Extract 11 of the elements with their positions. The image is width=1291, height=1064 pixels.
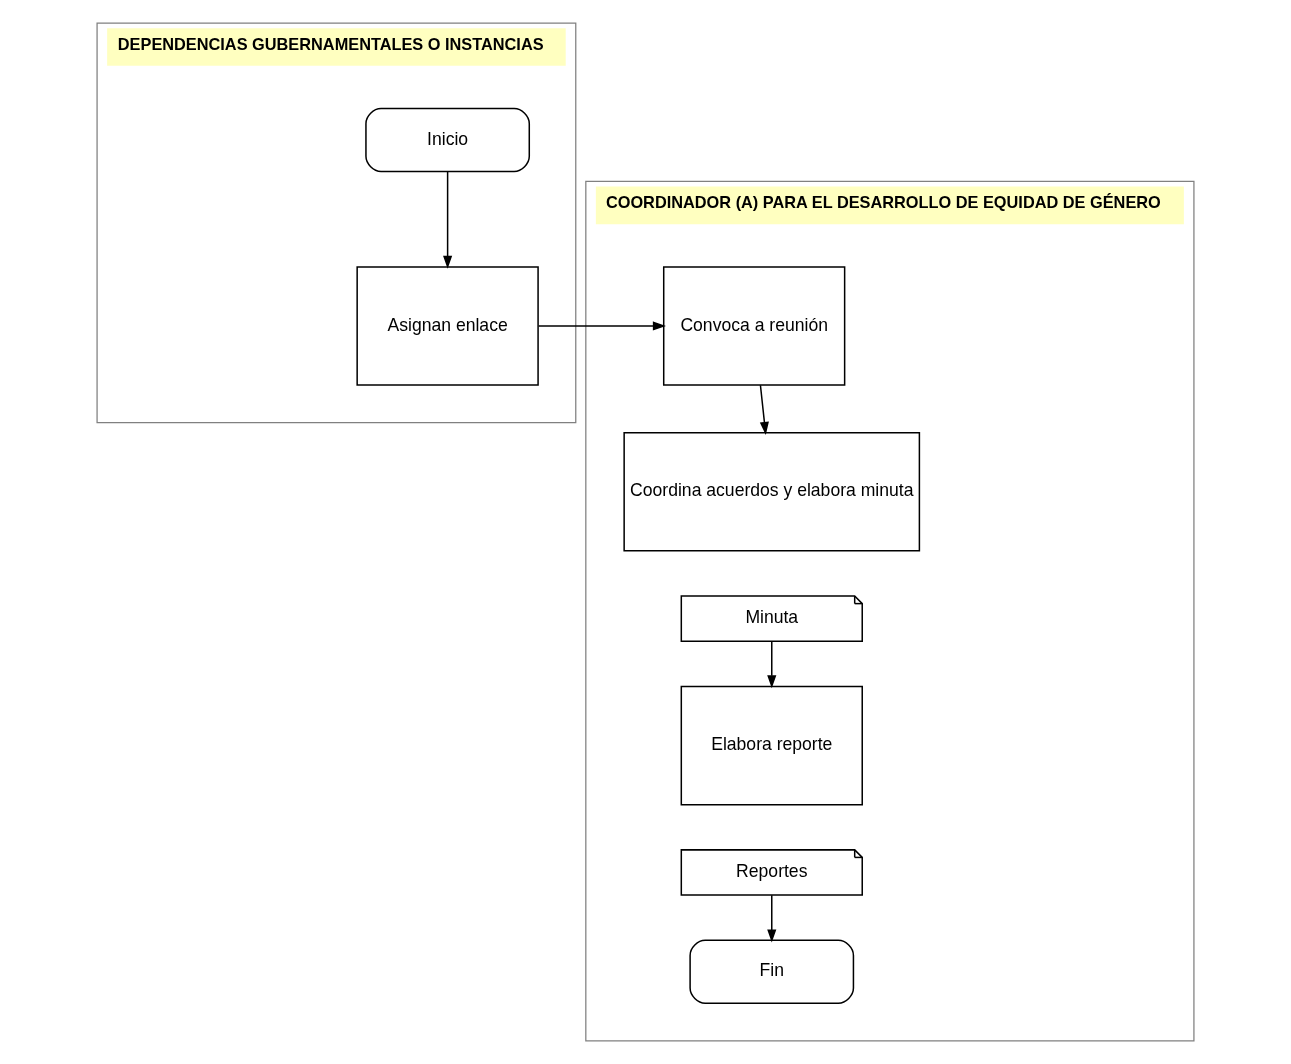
arrow <box>767 640 777 689</box>
arrow <box>767 894 777 943</box>
node-box: Convoca a reunión <box>662 266 846 386</box>
node-box: Fin <box>689 939 855 1004</box>
arrow <box>759 384 769 435</box>
node-box: Coordina acuerdos y elabora minuta <box>623 432 921 552</box>
node-box: Elabora reporte <box>680 685 863 806</box>
node-box: Asignan enlace <box>356 266 539 386</box>
node-box: Inicio <box>365 107 531 173</box>
arrow <box>537 321 666 331</box>
arrow <box>443 170 453 269</box>
